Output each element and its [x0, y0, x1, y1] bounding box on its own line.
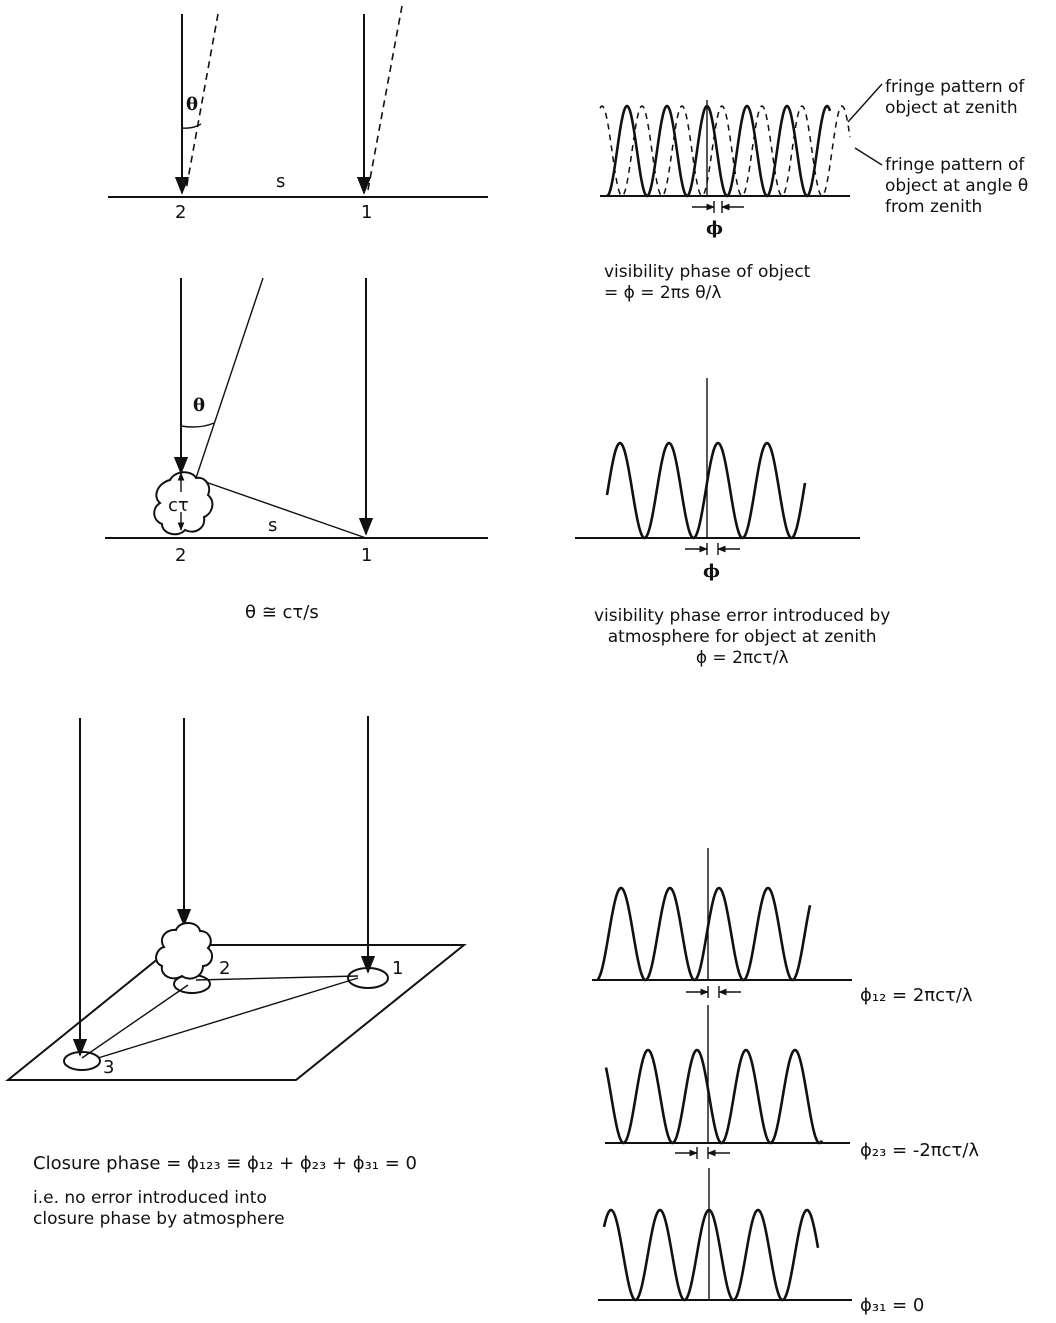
phase-symbol-top: ϕ: [706, 218, 723, 239]
wavefront-line: [196, 478, 367, 539]
phase-12-label: ϕ₁₂ = 2πcτ/λ: [860, 985, 973, 1006]
antenna-dish-3: [63, 1051, 101, 1071]
fringe-patterns: [575, 83, 883, 1302]
antenna-label-bottom-2: 2: [219, 958, 231, 979]
fringe-top-dashed: [599, 105, 851, 197]
delay-label: cτ: [168, 495, 189, 516]
phase-symbol-mid: ϕ: [703, 561, 720, 582]
baseline-23: [81, 984, 189, 1059]
panel-top-geometry: [108, 5, 488, 198]
fringe-23-wave: [604, 1048, 824, 1145]
phase-31-label: ϕ₃₁ = 0: [860, 1295, 925, 1316]
angle-label-top: θ: [186, 94, 199, 115]
panel-bottom-geometry: [5, 716, 467, 1081]
theta-relation: θ ≅ cτ/s: [245, 602, 319, 623]
legend-dashed-fringe: fringe pattern of object at angle θ from…: [885, 155, 1029, 217]
fringe-mid-wave: [605, 441, 807, 540]
baseline-label-top: s: [276, 171, 286, 192]
dashed-ray-2: [185, 13, 219, 191]
fringe-12-wave: [596, 886, 812, 982]
baseline-12: [195, 975, 359, 981]
atmospheric-cloud-bottom: [155, 922, 214, 980]
antenna-label-bottom-1: 1: [392, 958, 404, 979]
closure-phase-caption: Closure phase = ϕ₁₂₃ ≡ ϕ₁₂ + ϕ₂₃ + ϕ₃₁ =…: [33, 1153, 418, 1174]
angle-label-mid: θ: [193, 395, 206, 416]
closure-phase-note: i.e. no error introduced into closure ph…: [33, 1188, 285, 1229]
antenna-label-bottom-3: 3: [103, 1057, 115, 1078]
legend-leader-dashed: [854, 147, 883, 166]
atmospheric-cloud: [153, 471, 214, 536]
antenna-label-mid-1: 1: [361, 545, 373, 566]
antenna-label-mid-2: 2: [175, 545, 187, 566]
panel-mid-geometry: [105, 277, 488, 539]
legend-leader-solid: [847, 83, 883, 123]
baseline-label-mid: s: [268, 515, 278, 536]
phase-23-label: ϕ₂₃ = -2πcτ/λ: [860, 1140, 980, 1161]
legend-solid-fringe: fringe pattern of object at zenith: [885, 77, 1025, 118]
antenna-label-top-1: 1: [361, 202, 373, 223]
caption-phase-error: visibility phase error introduced by atm…: [594, 606, 891, 668]
angle-arc-mid: [180, 422, 215, 428]
angle-arc-top: [181, 123, 202, 129]
antenna-dish-1: [347, 967, 389, 989]
wavefront-ray: [195, 277, 264, 479]
caption-visibility-phase: visibility phase of object = ϕ = 2πs θ/λ: [604, 262, 811, 303]
dashed-ray-1: [367, 5, 403, 191]
antenna-label-top-2: 2: [175, 202, 187, 223]
baseline-31: [97, 977, 359, 1059]
fringe-31-wave: [602, 1208, 820, 1302]
fringe-top-solid: [606, 104, 832, 198]
